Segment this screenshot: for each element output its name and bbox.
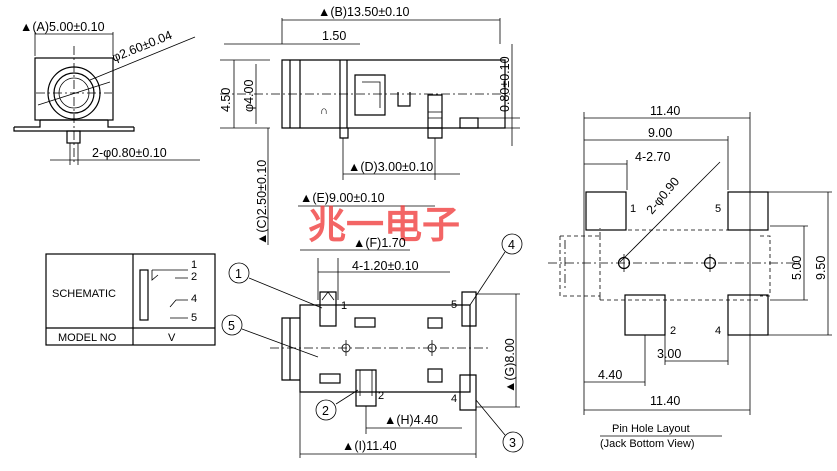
callout-1: 1 xyxy=(228,262,323,309)
layout-subtitle: (Jack Bottom View) xyxy=(600,438,695,450)
schematic-pin-5: 5 xyxy=(191,312,197,324)
layout-title: Pin Hole Layout xyxy=(612,423,690,435)
front-view: ▲(A)5.00±0.10 φ2.60±0.04 2-φ0.80±0.10 xyxy=(13,20,200,165)
dim-h-label: ▲(H)4.40 xyxy=(384,413,438,427)
callout-5: 5 xyxy=(221,314,319,358)
schematic-pin-2: 2 xyxy=(191,271,197,283)
pin-2-label: 2 xyxy=(378,390,384,402)
schematic-label: SCHEMATIC xyxy=(52,288,116,300)
svg-text:1: 1 xyxy=(235,267,242,281)
pin-5-label: 5 xyxy=(451,299,457,311)
layout-pin-2: 2 xyxy=(670,325,676,337)
layout-pin-1: 1 xyxy=(630,203,636,215)
schematic-table: SCHEMATIC MODEL NO V 1 2 4 5 xyxy=(45,253,216,346)
dim-e-label: ▲(E)9.00±0.10 xyxy=(300,191,385,205)
layout-pin-5: 5 xyxy=(715,203,721,215)
dim-450-label: 4.50 xyxy=(219,88,233,112)
model-no-value: V xyxy=(168,332,176,344)
dim-d-label: ▲(D)3.00±0.10 xyxy=(348,160,433,174)
dim-r300-label: 3.00 xyxy=(657,347,681,361)
dim-r270-label: 4-2.70 xyxy=(635,150,670,164)
dim-b-label: ▲(B)13.50±0.10 xyxy=(318,5,410,19)
layout-pin-4: 4 xyxy=(715,325,721,337)
model-no-label: MODEL NO xyxy=(58,332,117,344)
dim-120-label: 4-1.20±0.10 xyxy=(352,259,419,273)
svg-text:4: 4 xyxy=(508,238,515,252)
svg-text:5: 5 xyxy=(228,319,235,333)
schematic-pin-1: 1 xyxy=(191,259,197,271)
callout-2: 2 xyxy=(315,389,359,421)
pin-4-label: 4 xyxy=(451,393,457,405)
dim-080-label: 0.80±0.10 xyxy=(498,56,512,112)
dim-r500-label: 5.00 xyxy=(790,256,804,280)
dim-r090-label: 2-φ0.90 xyxy=(644,175,683,217)
dim-f-label: ▲(F)1.70 xyxy=(353,236,406,250)
dim-g-label: ▲(G)8.00 xyxy=(503,338,517,393)
dim-i-label: ▲(I)11.40 xyxy=(342,439,397,453)
watermark-text: 兆一电子 xyxy=(308,202,460,247)
dim-phi260-label: φ2.60±0.04 xyxy=(110,28,174,65)
bottom-view: ▲(F)1.70 4-1.20±0.10 1 2 4 5 ▲(G)8.00 xyxy=(221,233,524,458)
dim-c-label: ▲(C)2.50±0.10 xyxy=(255,160,269,245)
callout-4: 4 xyxy=(469,233,523,306)
dim-pin-dia-label: 2-φ0.80±0.10 xyxy=(92,146,167,160)
dim-150-label: 1.50 xyxy=(322,29,346,43)
dim-r440-label: 4.40 xyxy=(598,368,622,382)
dim-r1140-top-label: 11.40 xyxy=(650,104,680,118)
pin-1-label: 1 xyxy=(341,300,347,312)
dim-r950-label: 9.50 xyxy=(814,256,828,280)
dim-a-label: ▲(A)5.00±0.10 xyxy=(20,20,105,34)
dim-phi400-label: φ4.00 xyxy=(242,80,256,112)
svg-text:3: 3 xyxy=(509,436,516,450)
dim-r1140-bot-label: 11.40 xyxy=(650,394,680,408)
pin-hole-layout: 11.40 9.00 4-2.70 2-φ0.90 1 2 4 5 5.00 xyxy=(548,104,832,450)
schematic-pin-4: 4 xyxy=(191,293,197,305)
svg-text:2: 2 xyxy=(322,404,329,418)
dim-r900-label: 9.00 xyxy=(648,126,672,140)
side-view: ▲(B)13.50±0.10 1.50 ∩ 4.50 φ4.00 0.80±0.… xyxy=(219,5,520,245)
side-logo-glyph: ∩ xyxy=(320,105,328,117)
callout-3: 3 xyxy=(475,399,524,453)
